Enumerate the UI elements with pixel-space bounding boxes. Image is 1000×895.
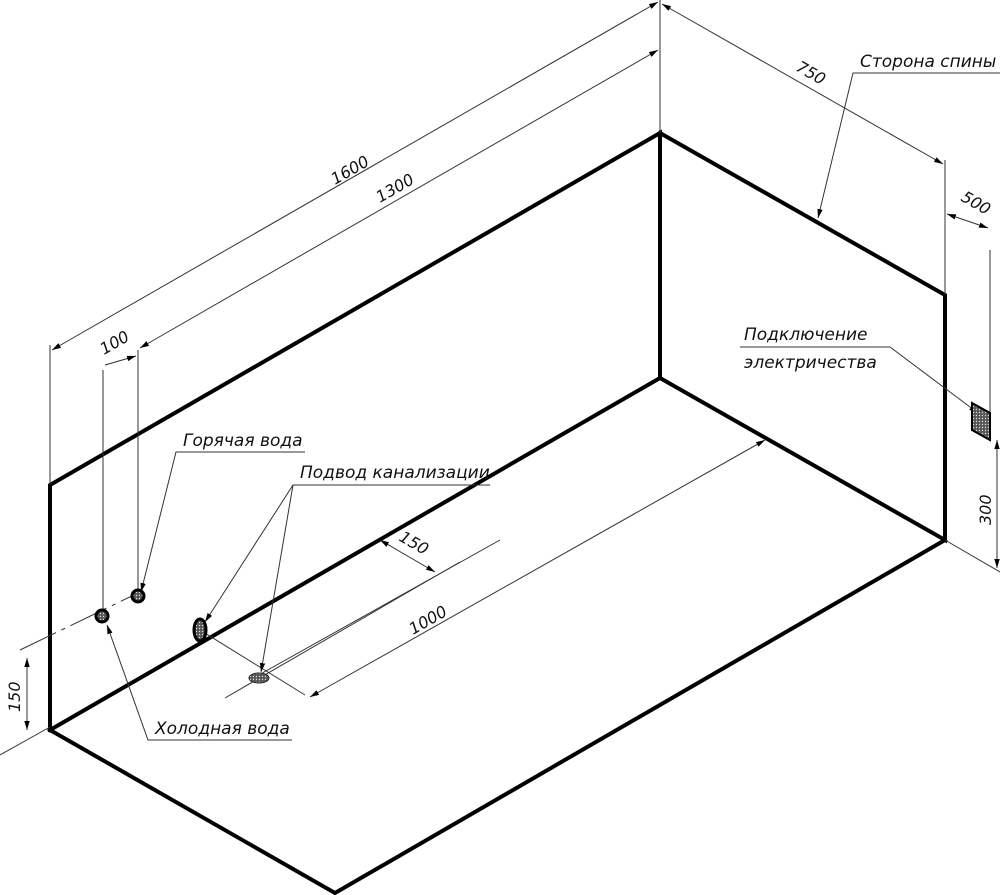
label-back-side: Сторона спины <box>860 52 996 72</box>
dim-1000-line <box>309 439 766 698</box>
dim-500-line <box>946 213 989 229</box>
drain-overflow-icon <box>192 617 208 643</box>
leader-electricity <box>740 346 979 414</box>
leader-drain-1 <box>204 484 490 623</box>
right-wall <box>657 130 947 544</box>
dim-1000: 1000 <box>406 602 451 639</box>
dimension-lines <box>24 1 1000 730</box>
dim-100-line <box>104 355 137 366</box>
dim-300: 300 <box>976 494 995 525</box>
leader-hot-water <box>140 451 305 593</box>
fittings <box>94 401 991 684</box>
dim-150-drain: 150 <box>396 527 432 559</box>
dim-100: 100 <box>97 327 133 359</box>
dim-150-height: 150 <box>5 681 24 712</box>
tub-outline <box>47 129 948 895</box>
dim-1300-line <box>139 49 659 349</box>
labels: Сторона спины Подключение электричества … <box>154 52 996 739</box>
dim-750: 750 <box>793 57 829 89</box>
label-cold-water: Холодная вода <box>154 719 290 739</box>
leader-cold-water <box>106 624 292 741</box>
electric-socket-icon <box>971 401 991 442</box>
dimension-texts: 1600 1300 750 500 100 300 150 150 1000 <box>5 57 995 712</box>
label-electricity-1: Подключение <box>744 325 868 345</box>
dim-750-line <box>661 3 944 165</box>
leaders <box>106 72 1000 741</box>
cold-water-outlet-icon <box>94 608 110 624</box>
floor-front-edges <box>47 537 948 895</box>
leader-drain-2 <box>259 484 294 673</box>
label-hot-water: Горячая вода <box>183 431 303 451</box>
drain-outlet-icon <box>248 672 270 684</box>
leader-back-side <box>817 72 1000 219</box>
back-wall <box>47 129 662 733</box>
dim-1600: 1600 <box>328 152 373 189</box>
hot-water-outlet-icon <box>130 588 146 604</box>
label-electricity-2: электричества <box>744 353 877 373</box>
extension-lines <box>0 0 1000 756</box>
dim-500: 500 <box>958 187 994 219</box>
label-drain: Подвод канализации <box>300 463 490 483</box>
